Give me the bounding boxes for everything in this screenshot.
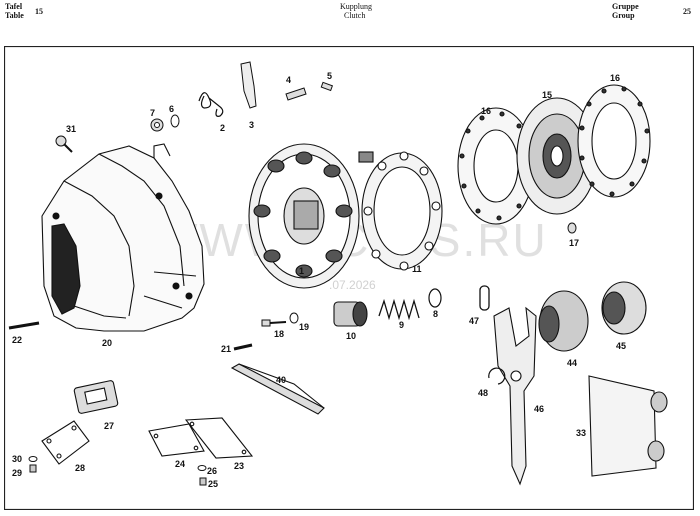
- tafel-label-en: Table: [5, 11, 24, 20]
- ring-8: [428, 288, 442, 308]
- header-table: Table: [5, 12, 24, 20]
- title-de: Kupplung: [340, 2, 372, 11]
- plate-23: [184, 417, 254, 459]
- bolt-25: [199, 477, 207, 486]
- bolt-18: [261, 319, 287, 327]
- group-number: 25: [683, 7, 691, 16]
- part-label-20: 20: [102, 338, 112, 348]
- bracket-33: [588, 375, 668, 477]
- clip-48: [488, 367, 506, 385]
- part-label-24: 24: [175, 459, 185, 469]
- ring-47: [479, 285, 490, 311]
- part-label-28: 28: [75, 463, 85, 473]
- gruppe-label-de: Gruppe: [612, 2, 639, 11]
- part-label-19: 19: [299, 322, 309, 332]
- part-label-26: 26: [207, 466, 217, 476]
- pin-21: [233, 343, 253, 351]
- pin-22: [8, 321, 40, 330]
- spring-2: [198, 92, 224, 117]
- part-label-25: 25: [208, 479, 218, 489]
- part-label-16b: 16: [610, 73, 620, 83]
- part-label-46: 46: [534, 404, 544, 414]
- part-label-44: 44: [567, 358, 577, 368]
- friction-ring-16b: [577, 84, 651, 198]
- part-label-31: 31: [66, 124, 76, 134]
- fork-lever-46: [493, 306, 537, 486]
- part-label-30: 30: [12, 454, 22, 464]
- screw-4: [285, 87, 307, 101]
- cover-plate-28: [41, 420, 90, 465]
- part-label-45: 45: [616, 341, 626, 351]
- part-label-18: 18: [274, 329, 284, 339]
- part-label-29: 29: [12, 468, 22, 478]
- washer-30: [28, 456, 38, 462]
- lever-3: [240, 61, 257, 109]
- pin-5: [320, 81, 334, 92]
- boot-44: [538, 290, 589, 352]
- table-number: 15: [35, 7, 43, 16]
- part-label-7: 7: [150, 108, 155, 118]
- part-label-23: 23: [234, 461, 244, 471]
- bolt-31: [55, 135, 73, 153]
- part-label-6: 6: [169, 104, 174, 114]
- part-17: [567, 222, 577, 234]
- part-label-2: 2: [220, 123, 225, 133]
- part-label-27: 27: [104, 421, 114, 431]
- gruppe-label-en: Group: [612, 11, 635, 20]
- plate-40: [230, 363, 325, 415]
- part-label-22: 22: [12, 335, 22, 345]
- part-label-47: 47: [469, 316, 479, 326]
- part-label-1: 1: [299, 266, 304, 276]
- part-label-48: 48: [478, 388, 488, 398]
- washer-19: [289, 312, 299, 324]
- washer-26: [197, 465, 207, 471]
- washer-6: [170, 114, 180, 128]
- part-label-9: 9: [399, 320, 404, 330]
- tafel-label-de: Tafel: [5, 2, 23, 11]
- part-label-17: 17: [569, 238, 579, 248]
- nut-7: [150, 118, 164, 132]
- bolt-29: [29, 464, 37, 473]
- plate-24: [148, 423, 205, 457]
- boot-27: [73, 380, 119, 414]
- bearing-sleeve-10: [333, 301, 368, 327]
- clutch-housing: [41, 143, 205, 332]
- title-en: Clutch: [344, 11, 366, 20]
- part-label-21: 21: [221, 344, 231, 354]
- friction-ring-16a: [457, 107, 535, 225]
- part-label-8: 8: [433, 309, 438, 319]
- part-label-11: 11: [412, 264, 422, 274]
- part-label-3: 3: [249, 120, 254, 130]
- watermark-date: .07.2026: [329, 278, 376, 292]
- part-label-15: 15: [542, 90, 552, 100]
- part-label-5: 5: [327, 71, 332, 81]
- header-tafel: Tafel: [5, 3, 22, 11]
- part-label-33: 33: [576, 428, 586, 438]
- part-label-4: 4: [286, 75, 291, 85]
- boot-45: [601, 281, 647, 335]
- part-label-10: 10: [346, 331, 356, 341]
- part-label-16a: 16: [481, 106, 491, 116]
- part-label-40: 40: [276, 375, 286, 385]
- pressure-plate-1: [248, 143, 360, 289]
- clutch-exploded-diagram: WWW.ECATS.RU .07.2026: [4, 46, 694, 510]
- ring-11: [358, 151, 443, 271]
- spring-9: [378, 298, 420, 321]
